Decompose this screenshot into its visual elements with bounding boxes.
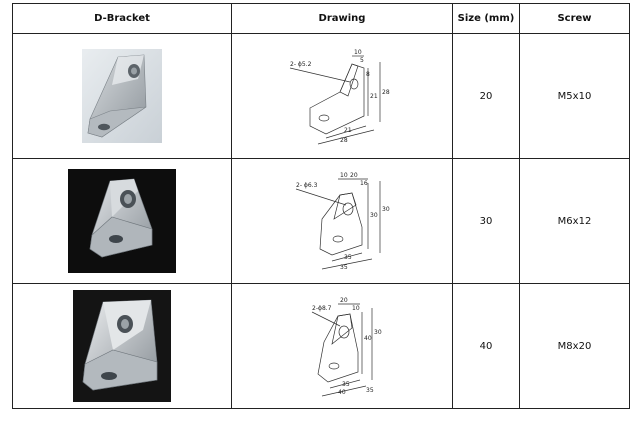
dim-label: 28 xyxy=(382,89,390,96)
dim-label: 10 xyxy=(340,172,348,179)
bracket-photo-40 xyxy=(73,290,171,402)
dim-label: 35 xyxy=(342,381,350,388)
screw-cell: M5x10 xyxy=(519,33,630,159)
table-row: 2- ϕ6.3 10 20 16 30 30 35 35 30 M6x12 xyxy=(12,158,630,284)
dim-label: 40 xyxy=(338,389,346,396)
dim-label: 30 xyxy=(374,329,382,336)
dim-label: 16 xyxy=(360,180,368,187)
technical-drawing-30: 2- ϕ6.3 10 20 16 30 30 35 35 xyxy=(295,172,390,271)
dim-label: 40 xyxy=(364,335,372,342)
bracket-photo-30 xyxy=(68,169,176,273)
bracket-photo-cell xyxy=(12,33,232,159)
header-row: D-Bracket Drawing Size (mm) Screw xyxy=(12,3,630,34)
drawing-cell: 2- ϕ5.2 10 5 8 21 28 21 28 xyxy=(231,33,453,159)
dim-label: 35 xyxy=(344,254,352,261)
drawing-cell: 2- ϕ6.3 10 20 16 30 30 35 35 xyxy=(231,158,453,284)
bracket-photo-cell xyxy=(12,283,232,409)
d-bracket-spec-table: D-Bracket Drawing Size (mm) Screw xyxy=(12,3,630,409)
dim-label: 10 xyxy=(352,305,360,312)
dim-label: 30 xyxy=(370,212,378,219)
drawing-cell: 2-ϕ8.7 20 10 40 30 35 40 35 xyxy=(231,283,453,409)
dim-label: 8 xyxy=(366,71,370,78)
table-row: 2-ϕ8.7 20 10 40 30 35 40 35 40 M8x20 xyxy=(12,283,630,409)
technical-drawing-40: 2-ϕ8.7 20 10 40 30 35 40 35 xyxy=(311,297,382,397)
dim-label: 30 xyxy=(382,206,390,213)
dim-label: 10 xyxy=(354,49,362,56)
dim-label: 35 xyxy=(340,264,348,271)
screw-cell: M6x12 xyxy=(519,158,630,284)
hole-label: 2- ϕ6.3 xyxy=(296,182,318,189)
header-screw: Screw xyxy=(519,3,630,34)
dim-label: 5 xyxy=(360,57,364,64)
technical-drawing-20: 2- ϕ5.2 10 5 8 21 28 21 28 xyxy=(289,49,390,145)
bracket-photo-cell xyxy=(12,158,232,284)
dim-label: 21 xyxy=(344,127,352,134)
dim-label: 21 xyxy=(370,93,378,100)
header-size: Size (mm) xyxy=(452,3,520,34)
dim-label: 28 xyxy=(340,137,348,144)
size-cell: 40 xyxy=(452,283,520,409)
table-row: 2- ϕ5.2 10 5 8 21 28 21 28 20 M5x10 xyxy=(12,33,630,159)
dim-label: 35 xyxy=(366,387,374,394)
bracket-photo-20 xyxy=(82,49,162,143)
dim-label: 20 xyxy=(350,172,358,179)
hole-label: 2- ϕ5.2 xyxy=(290,61,312,68)
dim-label: 20 xyxy=(340,297,348,304)
size-cell: 30 xyxy=(452,158,520,284)
screw-cell: M8x20 xyxy=(519,283,630,409)
size-cell: 20 xyxy=(452,33,520,159)
header-d-bracket: D-Bracket xyxy=(12,3,232,34)
header-drawing: Drawing xyxy=(231,3,453,34)
hole-label: 2-ϕ8.7 xyxy=(312,305,332,312)
